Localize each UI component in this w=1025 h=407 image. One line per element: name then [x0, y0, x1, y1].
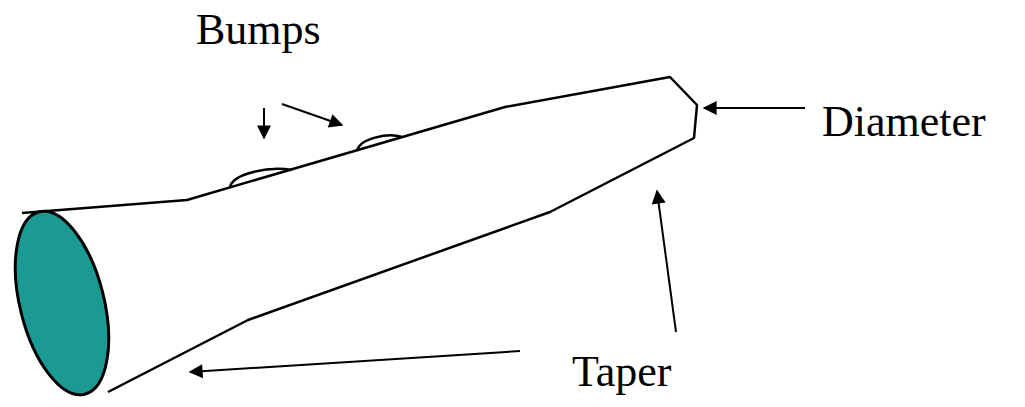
tube-outline	[22, 77, 697, 392]
part-label: Bumps	[196, 8, 321, 52]
bumps	[230, 135, 402, 188]
leader-arrows	[190, 104, 805, 372]
open-end	[0, 202, 125, 405]
part-label: Taper	[572, 350, 672, 394]
part-label: Diameter	[822, 100, 986, 144]
